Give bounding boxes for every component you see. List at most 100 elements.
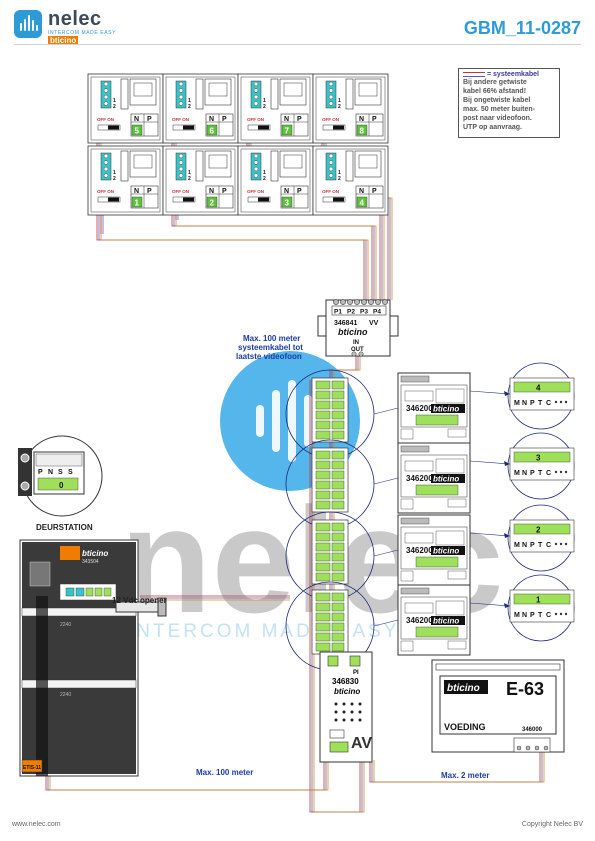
column-n: N <box>209 116 214 123</box>
header-divider <box>14 44 581 45</box>
legend-line: Bij ongetwiste kabel <box>463 97 531 104</box>
switch-label: OFF ON <box>247 189 264 194</box>
distributor-in: IN <box>353 340 359 346</box>
switch-label: OFF ON <box>97 117 114 122</box>
column-p: P <box>297 116 302 123</box>
terminal-1: 1 <box>263 98 266 104</box>
phone-id: 6 <box>210 127 215 136</box>
column-n: N <box>359 188 364 195</box>
phone-terminal <box>250 80 262 109</box>
switch-label: OFF ON <box>172 117 189 122</box>
brand-tagline: INTERCOM MADE EASY <box>48 30 117 36</box>
zoom-terminal-label: P <box>530 400 535 407</box>
port-p2: P2 <box>347 309 355 316</box>
distributor-out: OUT <box>351 347 364 353</box>
zoom-number: 2 <box>536 526 541 535</box>
door-model: 343504 <box>82 559 99 565</box>
legend-line: UTP op aanvraag. <box>463 124 523 131</box>
system-cable-swatch-icon <box>463 71 485 77</box>
power-supply-e63: bticino E-63 VOEDING 346000 <box>431 659 565 753</box>
door-terminal-s2: S <box>68 469 73 476</box>
psu-label: VOEDING <box>444 722 486 732</box>
zoom-terminal-label: T <box>538 612 543 619</box>
phone-id: 1 <box>135 199 140 208</box>
handset-icon <box>270 150 279 182</box>
zoom-terminal-label: C <box>546 542 551 549</box>
max-100-label-3: laatste videofoon <box>236 352 302 361</box>
av-brand: bticino <box>334 687 360 696</box>
zoom-terminal-label: C <box>546 470 551 477</box>
column-p: P <box>372 116 377 123</box>
column-p: P <box>372 188 377 195</box>
psu-part: 346000 <box>522 727 543 733</box>
switch-label: OFF ON <box>247 117 264 122</box>
terminal-1: 1 <box>188 98 191 104</box>
zoom-terminal-label: M <box>514 612 520 619</box>
legend-line: Bij andere getwiste <box>463 79 527 86</box>
max-100-bottom-label: Max. 100 meter <box>196 768 253 777</box>
terminal-2: 2 <box>263 176 266 182</box>
door-id: 0 <box>59 481 64 490</box>
legend-title: = systeemkabel <box>487 71 539 78</box>
zoom-terminal-label: N <box>522 400 527 407</box>
zoom-terminal-label: P <box>530 612 535 619</box>
terminal-2: 2 <box>113 176 116 182</box>
opener-label: 12 Vdc opener <box>112 596 167 605</box>
zoom-terminal-label: T <box>538 470 543 477</box>
legend-line: post naar videofoon. <box>463 115 532 122</box>
module-model: 346200 <box>406 404 433 413</box>
distributor-model: 346841 <box>334 320 357 327</box>
column-n: N <box>284 188 289 195</box>
zoom-number: 1 <box>536 596 541 605</box>
zoom-terminal-label: T <box>538 400 543 407</box>
arrow-icon <box>504 461 510 466</box>
max-100-label-2: systeemkabel tot <box>238 343 303 352</box>
arrow-icon <box>504 603 510 608</box>
terminal-2: 2 <box>338 176 341 182</box>
av-module-346830: PI 346830 bticino AV <box>319 651 373 763</box>
handset-icon <box>270 78 279 110</box>
arrow-icon <box>504 533 510 538</box>
phone-terminal <box>100 80 112 109</box>
terminal-2: 2 <box>263 104 266 110</box>
terminal-2: 2 <box>113 104 116 110</box>
terminal-1: 1 <box>188 170 191 176</box>
distributor-346841: P1 P2 P3 P4 346841 VV bticino IN OUT <box>317 299 399 357</box>
footer-copyright: Copyright Nelec BV <box>521 821 583 828</box>
port-p3: P3 <box>360 309 368 316</box>
handset-icon <box>195 78 204 110</box>
module-brand: bticino <box>433 617 459 626</box>
phone-terminal <box>100 152 112 181</box>
phone-id: 8 <box>360 127 365 136</box>
handset-icon <box>120 78 129 110</box>
column-p: P <box>147 116 152 123</box>
module-model: 346200 <box>406 546 433 555</box>
column-n: N <box>359 116 364 123</box>
zoom-terminal-label: P <box>530 542 535 549</box>
zoom-number: 3 <box>536 454 541 463</box>
module-model: 346200 <box>406 474 433 483</box>
code-module-2: 2240 <box>60 692 71 698</box>
zoom-terminal-label: M <box>514 470 520 477</box>
zoom-terminal-label: N <box>522 612 527 619</box>
av-pi: PI <box>353 670 359 676</box>
door-panel-zoom: P N S S 0 <box>18 435 103 517</box>
zoom-terminal-label: N <box>522 542 527 549</box>
terminal-1: 1 <box>338 170 341 176</box>
port-p1: P1 <box>334 309 342 316</box>
column-p: P <box>222 116 227 123</box>
zoom-terminal-label: M <box>514 400 520 407</box>
module-brand: bticino <box>433 475 459 484</box>
door-station: bticino 343504 2240 2240 ETIS-11 <box>19 539 139 777</box>
psu-model: E-63 <box>506 679 544 699</box>
handset-icon <box>345 78 354 110</box>
